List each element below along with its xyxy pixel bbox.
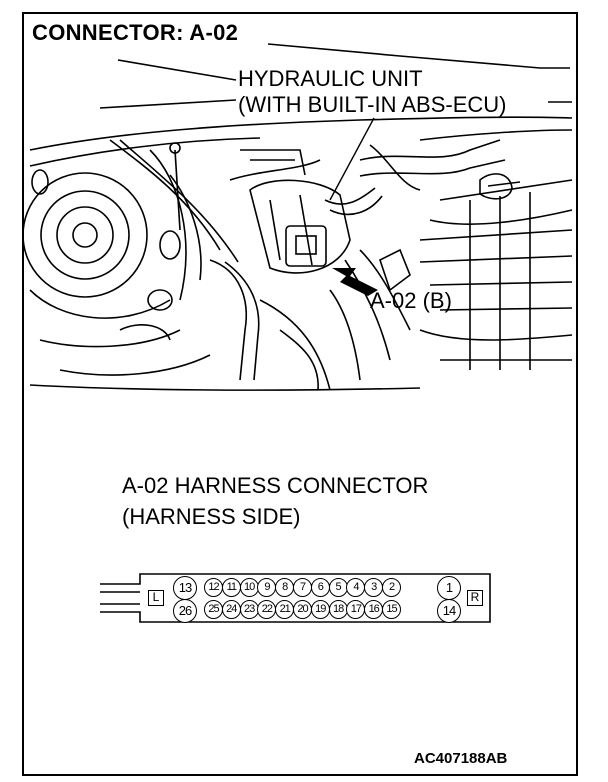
connector-pin-26: 26 xyxy=(173,599,197,623)
leader-line-unit xyxy=(117,59,237,81)
harness-title-line1: A-02 HARNESS CONNECTOR xyxy=(122,473,429,498)
connector-pin-11: 11 xyxy=(221,578,241,597)
connector-pin-13: 13 xyxy=(173,576,197,600)
connector-pin-2: 2 xyxy=(382,578,401,597)
figure-code: AC407188AB xyxy=(414,750,508,767)
connector-pin-14: 14 xyxy=(437,599,461,623)
connector-pin-5: 5 xyxy=(328,578,348,597)
connector-pin-1: 1 xyxy=(437,576,461,600)
component-label-line2: (WITH BUILT-IN ABS-ECU) xyxy=(238,92,507,117)
engine-bay-illustration xyxy=(22,43,573,391)
connector-pin-23: 23 xyxy=(239,600,259,619)
connector-pin-10: 10 xyxy=(239,578,259,597)
connector-key-left: L xyxy=(148,590,164,606)
leader-line-title xyxy=(267,43,570,69)
component-label-line1: HYDRAULIC UNIT xyxy=(238,66,423,91)
harness-title-line2: (HARNESS SIDE) xyxy=(122,504,301,529)
figure-frame xyxy=(22,12,578,776)
connector-pin-6: 6 xyxy=(310,578,330,597)
connector-pin-22: 22 xyxy=(257,600,277,619)
connector-pin-24: 24 xyxy=(221,600,241,619)
connector-title: CONNECTOR: A-02 xyxy=(32,20,239,45)
connector-pin-18: 18 xyxy=(328,600,348,619)
connector-pin-20: 20 xyxy=(293,600,312,619)
connector-arrow-icon xyxy=(332,268,378,296)
connector-pin-7: 7 xyxy=(293,578,312,597)
connector-key-right: R xyxy=(467,590,483,606)
connector-pin-25: 25 xyxy=(204,600,223,619)
leader-line-hydraulic-unit xyxy=(329,117,375,201)
connector-pin-15: 15 xyxy=(382,600,401,619)
connector-pin-12: 12 xyxy=(204,578,223,597)
connector-pin-19: 19 xyxy=(310,600,330,619)
connector-locator-label: A-02 (B) xyxy=(370,288,452,313)
